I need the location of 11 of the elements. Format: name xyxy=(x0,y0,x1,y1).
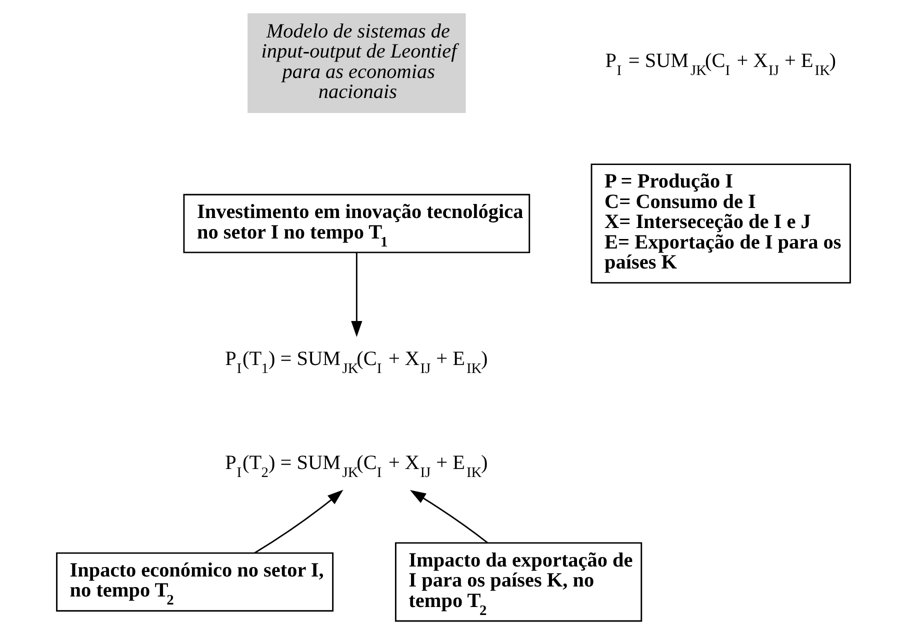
label: P$_{I}$ = SUM$_{JK}$(C$_{I}$ + X$_{IJ}$ + E$_{IK}$) xyxy=(605,50,836,80)
node-box: Investimento em inovação tecnológica no setor I no tempo T$_{1}$ xyxy=(183,194,530,254)
node-box: Modelo de sistemas de input-output de Leontief para as economias nacionais xyxy=(248,13,466,113)
node-text: P$_{I}$(T$_{1}$) = SUM$_{JK}$(C$_{I}$ + X$_{IJ}$ + E$_{IK}$) xyxy=(225,348,488,377)
node-box: Inpacto económico no setor I, no tempo T$_{2}$ xyxy=(56,552,334,612)
node-text: P$_{I}$(T$_{2}$) = SUM$_{JK}$(C$_{I}$ + X$_{IJ}$ + E$_{IK}$) xyxy=(225,452,488,481)
arrow xyxy=(410,490,488,544)
node-box: Impacto da exportação de I para os países K, no tempo T$_{2}$ xyxy=(394,542,642,622)
arrow xyxy=(254,490,344,554)
node-box: P = Produção I C= Consumo de I X= Interseceção de I e J E= Exportação de I para os países K xyxy=(590,164,851,284)
arrow xyxy=(351,252,362,337)
